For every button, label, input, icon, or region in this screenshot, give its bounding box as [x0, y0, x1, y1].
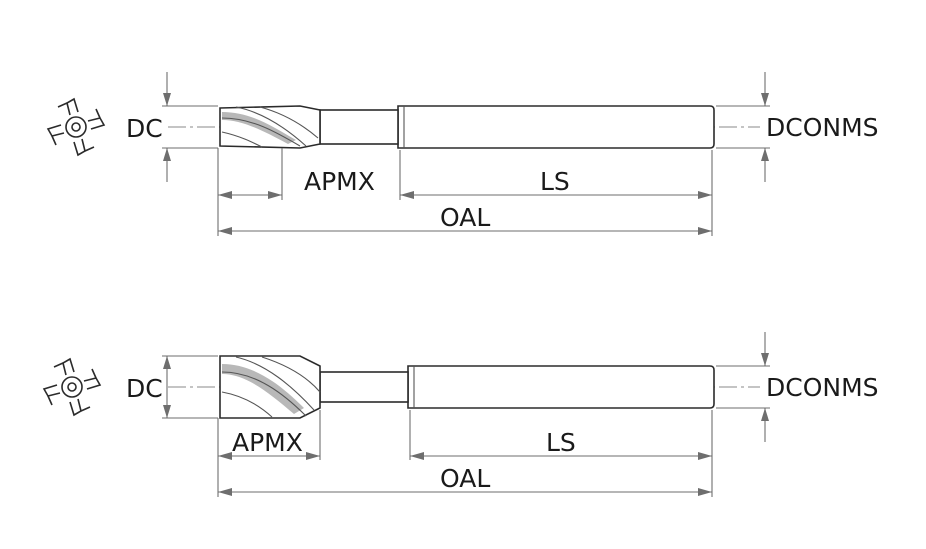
dc-label: DC: [126, 114, 163, 143]
apmx-label: APMX: [232, 428, 303, 457]
diagram-2: DC DCONMS APMX LS OAL: [43, 332, 879, 497]
oal-label: OAL: [440, 203, 490, 232]
shank: [407, 365, 715, 409]
end-view-icon: [43, 358, 101, 416]
dc-label: DC: [126, 374, 163, 403]
neck: [319, 109, 399, 145]
oal-label: OAL: [440, 464, 490, 493]
dconms-label: DCONMS: [766, 373, 879, 402]
neck: [319, 371, 409, 403]
diagram-1: DC DCONMS APMX LS OAL: [47, 72, 879, 236]
shank: [397, 105, 715, 149]
end-view-icon: [47, 98, 105, 156]
apmx-label: APMX: [304, 167, 375, 196]
dconms-label: DCONMS: [766, 113, 879, 142]
ls-label: LS: [540, 167, 570, 196]
ls-label: LS: [546, 428, 576, 457]
